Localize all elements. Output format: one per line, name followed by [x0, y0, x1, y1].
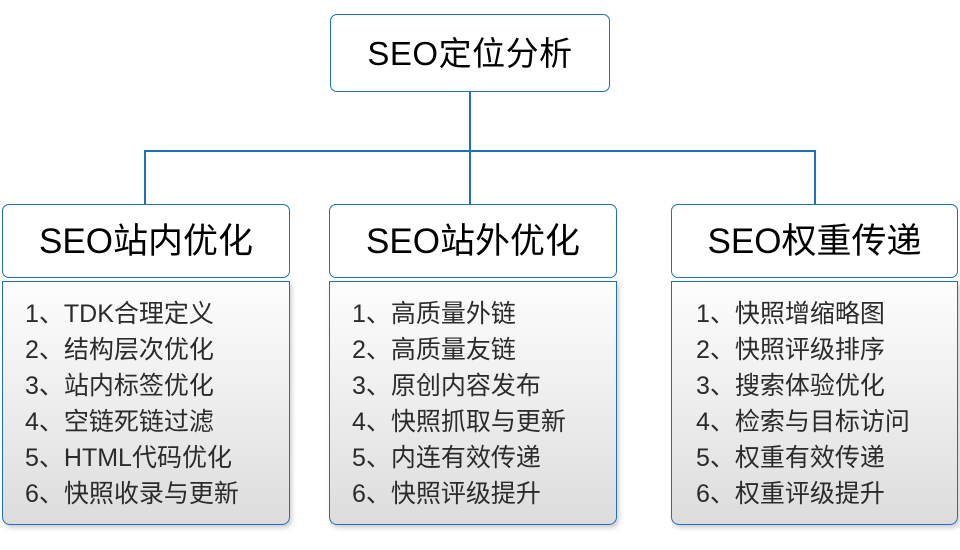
list-item-text: 结构层次优化 [63, 336, 214, 364]
list-item[interactable]: 1、 快照增缩略图 [696, 296, 957, 332]
list-item-text: TDK合理定义 [63, 300, 214, 328]
root-node-seo-positioning-analysis[interactable]: SEO定位分析 [330, 14, 610, 92]
list-item-index: 4、 [696, 408, 735, 436]
list-item[interactable]: 2、 结构层次优化 [25, 332, 289, 368]
branch-header-weight-transfer[interactable]: SEO权重传递 [671, 204, 958, 278]
list-item-text: 高质量友链 [390, 336, 516, 364]
list-item-index: 3、 [352, 372, 391, 400]
branch-header-label: SEO站内优化 [39, 221, 253, 261]
list-item-text: 检索与目标访问 [734, 408, 910, 436]
branch-body-onsite: 1、 TDK合理定义 2、 结构层次优化 3、 站内标签优化 4、 空链死链过滤… [2, 281, 290, 525]
branch-header-onsite[interactable]: SEO站内优化 [2, 204, 290, 278]
list-item-index: 6、 [352, 480, 391, 508]
connector-branch-middle-vertical [469, 150, 471, 206]
list-item-text: 内连有效传递 [390, 444, 541, 472]
list-item-text: 快照抓取与更新 [390, 408, 566, 436]
list-item[interactable]: 4、 检索与目标访问 [696, 404, 957, 440]
list-item[interactable]: 1、 TDK合理定义 [25, 296, 289, 332]
list-item-text: 权重有效传递 [734, 444, 885, 472]
list-item[interactable]: 6、 快照评级提升 [352, 476, 616, 512]
list-item-text: HTML代码优化 [63, 444, 232, 472]
branch-body-weight-transfer: 1、 快照增缩略图 2、 快照评级排序 3、 搜索体验优化 4、 检索与目标访问… [671, 281, 958, 525]
list-item-index: 1、 [25, 300, 64, 328]
list-item-text: 快照评级排序 [734, 336, 885, 364]
connector-root-vertical [469, 92, 471, 152]
connector-branch-left-vertical [144, 150, 146, 206]
branch-body-offsite: 1、 高质量外链 2、 高质量友链 3、 原创内容发布 4、 快照抓取与更新 5… [329, 281, 617, 525]
list-item-index: 4、 [25, 408, 64, 436]
list-item[interactable]: 6、 快照收录与更新 [25, 476, 289, 512]
list-item[interactable]: 2、 高质量友链 [352, 332, 616, 368]
branch-header-label: SEO站外优化 [366, 221, 580, 261]
list-item[interactable]: 6、 权重评级提升 [696, 476, 957, 512]
item-list-offsite: 1、 高质量外链 2、 高质量友链 3、 原创内容发布 4、 快照抓取与更新 5… [330, 296, 616, 512]
list-item-index: 1、 [696, 300, 735, 328]
list-item-text: 快照增缩略图 [734, 300, 885, 328]
list-item-index: 1、 [352, 300, 391, 328]
list-item-text: 高质量外链 [390, 300, 516, 328]
connector-branch-right-vertical [814, 150, 816, 206]
list-item-text: 原创内容发布 [390, 372, 541, 400]
list-item-index: 5、 [25, 444, 64, 472]
list-item[interactable]: 5、 HTML代码优化 [25, 440, 289, 476]
branch-header-offsite[interactable]: SEO站外优化 [329, 204, 617, 278]
list-item-index: 2、 [25, 336, 64, 364]
list-item[interactable]: 5、 内连有效传递 [352, 440, 616, 476]
list-item[interactable]: 3、 搜索体验优化 [696, 368, 957, 404]
root-node-label: SEO定位分析 [367, 34, 573, 72]
list-item-index: 3、 [696, 372, 735, 400]
list-item-text: 空链死链过滤 [63, 408, 214, 436]
list-item-index: 2、 [352, 336, 391, 364]
list-item-text: 搜索体验优化 [734, 372, 885, 400]
list-item-index: 5、 [696, 444, 735, 472]
list-item[interactable]: 2、 快照评级排序 [696, 332, 957, 368]
list-item-text: 快照评级提升 [390, 480, 541, 508]
list-item-index: 2、 [696, 336, 735, 364]
list-item-text: 快照收录与更新 [63, 480, 239, 508]
branch-column-onsite: SEO站内优化 1、 TDK合理定义 2、 结构层次优化 3、 站内标签优化 4… [2, 204, 290, 525]
branch-column-offsite: SEO站外优化 1、 高质量外链 2、 高质量友链 3、 原创内容发布 4、 快 [329, 204, 617, 525]
item-list-onsite: 1、 TDK合理定义 2、 结构层次优化 3、 站内标签优化 4、 空链死链过滤… [3, 296, 289, 512]
list-item[interactable]: 3、 原创内容发布 [352, 368, 616, 404]
list-item[interactable]: 4、 快照抓取与更新 [352, 404, 616, 440]
list-item-index: 3、 [25, 372, 64, 400]
connector-horizontal-bus [144, 150, 815, 152]
branch-column-weight-transfer: SEO权重传递 1、 快照增缩略图 2、 快照评级排序 3、 搜索体验优化 4、 [671, 204, 958, 525]
list-item-text: 站内标签优化 [63, 372, 214, 400]
list-item-index: 6、 [25, 480, 64, 508]
branch-header-label: SEO权重传递 [707, 221, 922, 261]
list-item[interactable]: 5、 权重有效传递 [696, 440, 957, 476]
item-list-weight-transfer: 1、 快照增缩略图 2、 快照评级排序 3、 搜索体验优化 4、 检索与目标访问… [672, 296, 957, 512]
list-item-index: 4、 [352, 408, 391, 436]
list-item[interactable]: 4、 空链死链过滤 [25, 404, 289, 440]
list-item-text: 权重评级提升 [734, 480, 885, 508]
list-item[interactable]: 3、 站内标签优化 [25, 368, 289, 404]
list-item-index: 6、 [696, 480, 735, 508]
list-item-index: 5、 [352, 444, 391, 472]
list-item[interactable]: 1、 高质量外链 [352, 296, 616, 332]
